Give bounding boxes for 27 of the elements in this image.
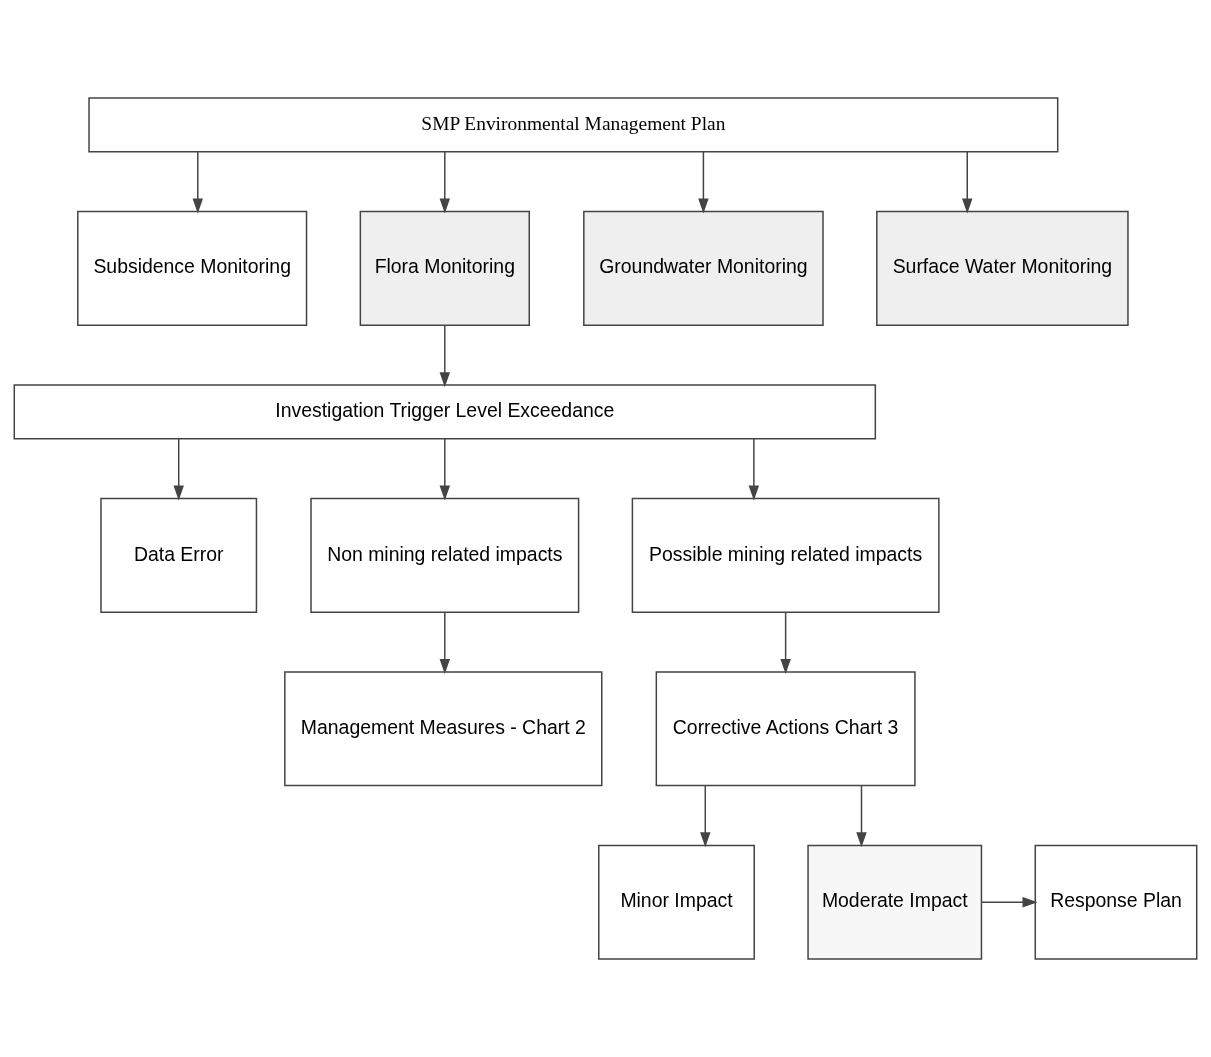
arrow [962, 151, 973, 214]
arrow [748, 438, 760, 501]
arrow [173, 438, 184, 501]
node-box: Subsidence Monitoring [77, 210, 308, 326]
arrow [780, 611, 791, 674]
node-box: Response Plan [1034, 844, 1198, 960]
arrow [980, 896, 1038, 908]
node-box: Flora Monitoring [359, 210, 530, 326]
node-box: SMP Environmental Management Plan [88, 97, 1059, 153]
node-box: Data Error [100, 497, 258, 613]
node-box: Moderate Impact [807, 844, 983, 960]
node-box: Minor Impact [598, 844, 755, 960]
node-box: Groundwater Monitoring [583, 210, 824, 326]
arrow [439, 438, 451, 501]
arrow [698, 151, 709, 214]
arrow [856, 785, 867, 848]
arrow [700, 785, 711, 848]
arrow [439, 611, 451, 674]
node-box: Investigation Trigger Level Exceedance [13, 384, 877, 440]
node-box: Possible mining related impacts [631, 497, 940, 613]
node-box: Management Measures - Chart 2 [284, 671, 603, 787]
node-box: Non mining related impacts [310, 497, 580, 613]
arrow [192, 151, 203, 214]
arrow [439, 324, 451, 388]
arrow [439, 151, 451, 214]
node-box: Corrective Actions Chart 3 [655, 671, 916, 787]
node-box: Surface Water Monitoring [876, 210, 1129, 326]
